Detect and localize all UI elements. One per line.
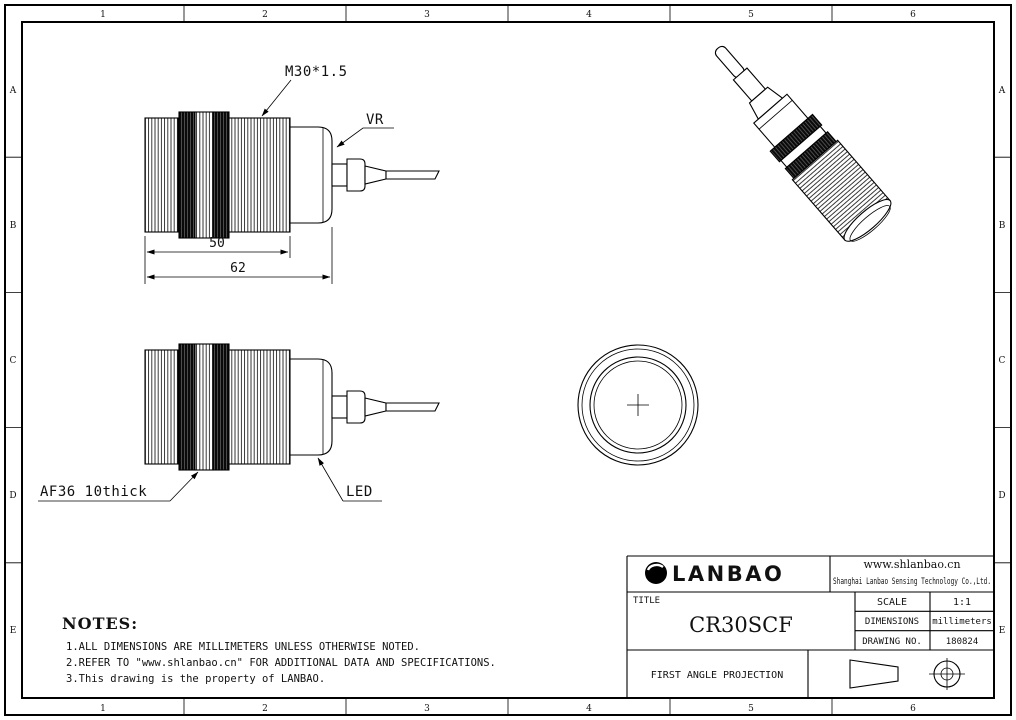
zone-label-row: B [10,221,17,231]
title-label: TITLE [633,596,660,606]
front-inner-circle [589,356,687,454]
scale-label: SCALE [877,597,907,608]
zone-label-row: E [10,626,17,636]
drawing-no-value: 180824 [946,637,979,647]
projection-symbol-circle [929,658,965,690]
zone-label-col: 6 [910,10,916,20]
brand-text: LANBAO [672,562,784,586]
notes-heading: NOTES: [62,614,138,633]
projection-label: FIRST ANGLE PROJECTION [651,670,783,681]
side-view-top: M30*1.5 VR 50 62 [144,64,440,284]
zone-label-col: 5 [748,10,754,20]
dimensions-value: millimeters [932,617,992,627]
zone-label-col: 1 [100,10,106,20]
end-cap [289,126,333,224]
zone-label-col: 6 [910,704,916,714]
sheet-frame: 1 2 3 4 5 6 1 2 3 4 5 6 A B C D E A B C … [4,4,1012,716]
zone-label-col: 3 [424,10,430,20]
side-view-bottom: AF36 10thick LED [38,343,440,502]
company-text: Shanghai Lanbao Sensing Technology Co.,L… [833,577,991,587]
vr-leader-line [336,127,394,148]
dimension-62: 62 [146,227,333,284]
lanbao-logo-swirl [646,563,664,571]
knurled-ring [212,111,230,239]
dim-50-text: 50 [209,236,225,251]
title-block-grid [626,555,994,698]
zone-label-row: E [999,626,1006,636]
zone-label-col: 2 [262,704,268,714]
thread-leader-line [261,79,292,117]
note-item: 2.REFER TO "www.shlanbao.cn" FOR ADDITIO… [66,657,496,669]
knurled-ring [178,111,196,239]
thread-size-label: M30*1.5 [285,64,348,80]
threaded-barrel [228,117,291,233]
dimensions-label: DIMENSIONS [865,617,919,627]
zone-label-row: D [9,491,16,501]
drawing-no-label: DRAWING NO. [862,637,922,647]
isometric-view [714,45,892,242]
af36-leader-line [169,471,199,502]
zone-ticks [5,5,1011,715]
led-label: LED [346,484,373,500]
note-item: 3.This drawing is the property of LANBAO… [66,673,325,685]
led-leader-line [317,457,344,502]
zone-label-col: 5 [748,704,754,714]
cable [385,170,440,180]
title-block: LANBAO www.shlanbao.cn Shanghai Lanbao S… [626,555,994,698]
zone-label-row: A [998,86,1006,96]
zone-label-row: A [9,86,17,96]
center-crosshair [627,394,649,416]
zone-label-row: C [999,356,1006,366]
cable-gland [346,158,366,192]
dim-62-text: 62 [230,261,246,276]
front-view [577,344,699,466]
notes: NOTES: 1.ALL DIMENSIONS ARE MILLIMETERS … [62,614,496,685]
sensing-face [843,199,892,242]
af36-nut-label: AF36 10thick [40,484,147,500]
note-item: 1.ALL DIMENSIONS ARE MILLIMETERS UNLESS … [66,641,420,653]
zone-label-row: C [10,356,17,366]
scale-value: 1:1 [953,597,971,608]
sensor-body-side [144,111,440,239]
zone-label-col: 3 [424,704,430,714]
website-text: www.shlanbao.cn [863,558,960,571]
vr-label: VR [366,112,384,128]
part-number: CR30SCF [689,613,793,637]
zone-label-row: D [998,491,1005,501]
dimension-50: 50 [144,236,291,284]
zone-label-row: B [999,221,1006,231]
zone-label-col: 1 [100,704,106,714]
projection-symbol-cone [849,659,899,689]
zone-label-col: 4 [586,704,592,714]
zone-label-col: 4 [586,10,592,20]
zone-label-col: 2 [262,10,268,20]
